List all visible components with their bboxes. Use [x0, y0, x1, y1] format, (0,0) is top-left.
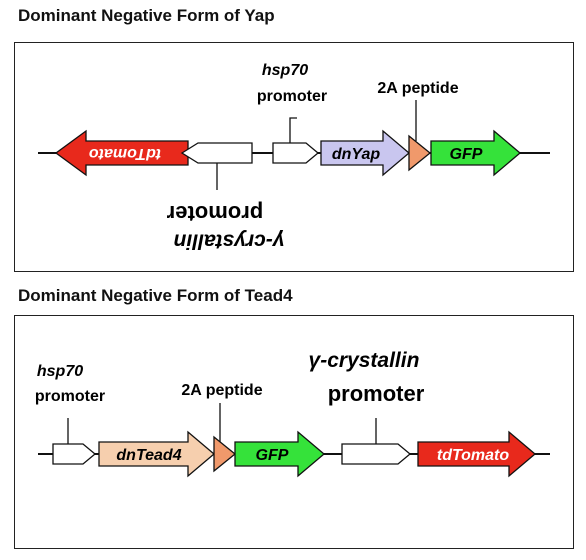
panel2-crystallin-promoter: [341, 443, 412, 465]
panel2-crystallin-label-line2: promoter: [328, 381, 425, 406]
panel1-dnyap-arrow: [320, 129, 411, 177]
panel2-frame: [14, 315, 574, 549]
panel1-gfp-arrow: [430, 129, 522, 177]
panel2-peptide-label: 2A peptide: [181, 382, 262, 399]
panel2-hsp70-label-line1: hsp70: [37, 363, 83, 380]
panel1-peptide-label: 2A peptide: [377, 80, 458, 97]
panel2-gfp-label: GFP: [256, 447, 289, 464]
panel1-crystallin-promoter: [180, 142, 253, 164]
panel2-title: Dominant Negative Form of Tead4: [18, 286, 293, 305]
panel1-crystallin-label-line1: γ-crystallin: [174, 229, 285, 252]
panel2-dntead4-arrow: [98, 430, 216, 478]
panel2-gfp-arrow: [234, 430, 326, 478]
panel1-dnyap-label: dnYap: [332, 146, 381, 163]
panel2-crystallin-label-line1: γ-crystallin: [309, 349, 420, 372]
panel1-gfp-label: GFP: [450, 146, 483, 163]
panel1-hsp70-pointer: [289, 117, 297, 143]
panel1-hsp70-label-line2: promoter: [257, 88, 327, 105]
panel2-hsp70-label-line2: promoter: [35, 388, 105, 405]
panel1-tdtomato-label: tdTomato: [89, 145, 162, 162]
panel1-crystallin-label-line2: promoter: [166, 201, 263, 226]
panel2-dntead4-label: dnTead4: [116, 447, 181, 464]
panel2-2a-peptide: [213, 435, 237, 473]
panel2-tdtomato-arrow: [417, 430, 537, 478]
panel1-title: Dominant Negative Form of Yap: [18, 6, 275, 25]
panel1-construct: tdTomato promoter γ-crystallin hsp70 pro…: [38, 62, 550, 252]
panel2-tdtomato-label: tdTomato: [437, 447, 510, 464]
panel1-hsp70-label-line1: hsp70: [262, 62, 308, 79]
panel2-construct: hsp70 promoter dnTead4 2A peptide GFP γ-…: [35, 349, 550, 478]
panel1-frame: [14, 42, 574, 272]
panel1-hsp70-promoter: [272, 142, 320, 164]
panel2-hsp70-promoter: [52, 443, 97, 465]
panel1-2a-peptide: [408, 134, 432, 172]
